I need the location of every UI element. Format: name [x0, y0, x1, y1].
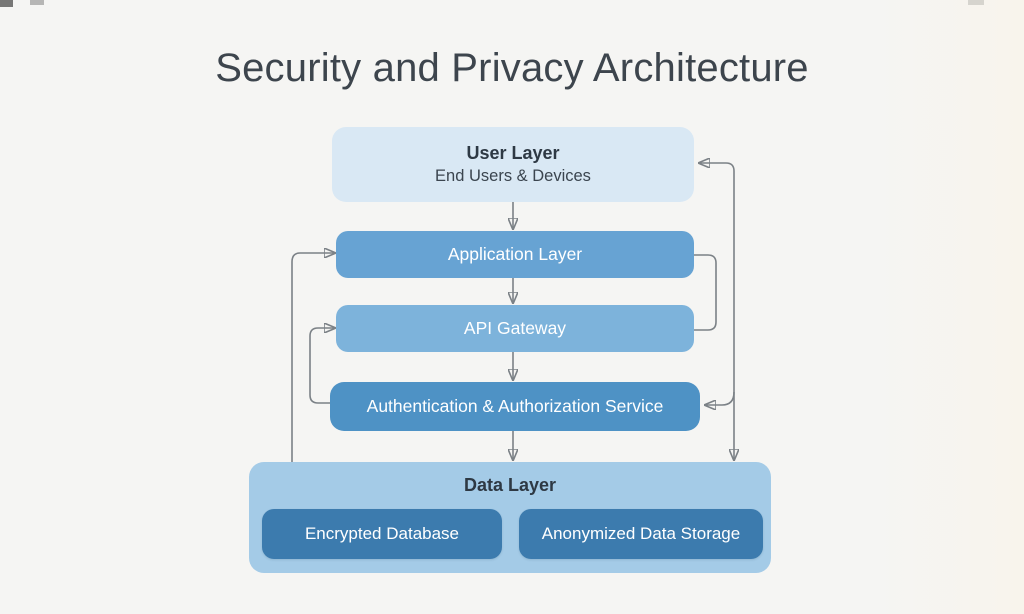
node-api-gateway: API Gateway: [336, 305, 694, 352]
api-gateway-label: API Gateway: [463, 318, 567, 338]
arrow-bus-to-auth-service: [706, 391, 735, 405]
node-auth-service: Authentication & Authorization Service: [330, 382, 700, 431]
arrow-bus-to-user-layer: [700, 163, 735, 300]
auth-service-label: Authentication & Authorization Service: [366, 396, 664, 416]
node-data-layer: Data Layer Encrypted Database Anonymized…: [249, 462, 771, 573]
arrow-data-to-application-feedback: [291, 253, 334, 464]
application-layer-label: Application Layer: [447, 244, 583, 264]
node-encrypted-database: Encrypted Database: [262, 509, 502, 559]
data-layer-title: Data Layer: [463, 475, 557, 495]
encrypted-database-label: Encrypted Database: [304, 524, 460, 543]
node-anonymized-storage: Anonymized Data Storage: [519, 509, 763, 559]
node-user-layer: User Layer End Users & Devices: [332, 127, 694, 202]
node-application-layer: Application Layer: [336, 231, 694, 278]
user-layer-subtitle: End Users & Devices: [435, 167, 591, 185]
page-title: Security and Privacy Architecture: [215, 46, 809, 90]
line-application-api-right-loop: [694, 254, 717, 331]
anonymized-storage-label: Anonymized Data Storage: [541, 524, 741, 543]
video-artifact-corner: [968, 0, 984, 5]
video-artifact-corner: [30, 0, 44, 5]
video-artifact-corner: [0, 0, 13, 7]
user-layer-title: User Layer: [466, 143, 560, 163]
